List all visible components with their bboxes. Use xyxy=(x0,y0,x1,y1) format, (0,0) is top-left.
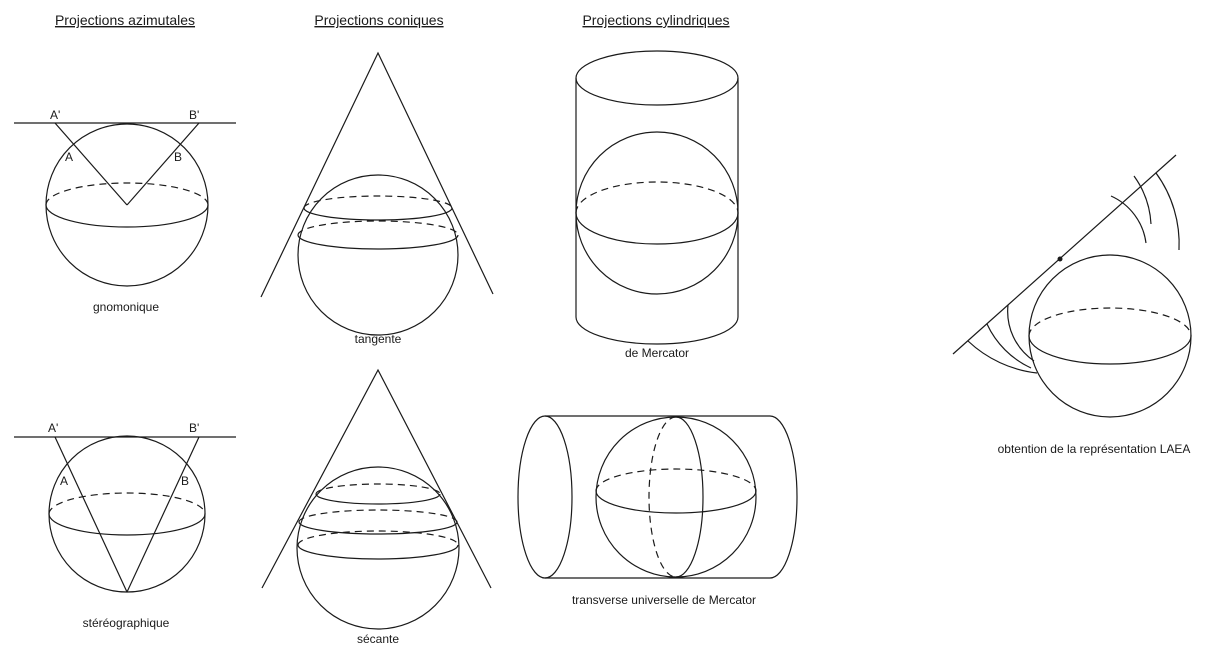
projection-arc-3 xyxy=(1155,172,1180,251)
equator-back xyxy=(45,182,209,206)
globe xyxy=(575,131,739,295)
caption-secant: sécante xyxy=(357,632,399,646)
equator-back xyxy=(575,181,739,214)
equator-back xyxy=(297,220,459,236)
equator-front xyxy=(45,204,209,228)
secant-parallel-upper-back xyxy=(315,483,441,495)
projection-arc-6 xyxy=(967,340,1038,374)
tangency-point xyxy=(1057,256,1063,262)
mercator-figure xyxy=(575,50,739,345)
globe xyxy=(1028,254,1192,418)
equator-back xyxy=(1028,307,1192,337)
equator-front xyxy=(1028,335,1192,365)
equator-back xyxy=(298,509,458,523)
projection-ray-a xyxy=(54,122,128,206)
conic-tangent-figure xyxy=(260,51,494,336)
projection-ray-b xyxy=(126,436,200,593)
gnomonic-figure: A' B' A B xyxy=(14,108,236,287)
projection-arc-4 xyxy=(1007,304,1035,362)
header-conic: Projections coniques xyxy=(314,12,443,28)
equator-front xyxy=(48,513,206,536)
caption-tangent: tangente xyxy=(355,332,402,346)
point-label-b: B xyxy=(174,150,182,164)
stereographic-figure: A' B' A B xyxy=(14,421,236,593)
point-label-b-prime: B' xyxy=(189,421,199,435)
tangent-plane-line xyxy=(952,154,1177,355)
equator-front xyxy=(297,234,459,250)
globe xyxy=(296,466,460,630)
point-label-a: A xyxy=(60,474,68,488)
projection-arc-1 xyxy=(1110,195,1147,244)
secant-parallel-lower-front xyxy=(297,544,459,560)
projection-arc-2 xyxy=(1133,175,1152,225)
cylinder-left-end xyxy=(517,415,573,579)
tangent-parallel-back xyxy=(303,195,453,209)
tangent-parallel-front xyxy=(303,207,453,221)
cone-outline xyxy=(261,368,492,589)
meridian-back xyxy=(648,416,677,578)
meridian-front xyxy=(675,416,704,578)
caption-gnomonic: gnomonique xyxy=(93,300,159,314)
caption-transverse-mercator: transverse universelle de Mercator xyxy=(572,593,756,607)
equator-back xyxy=(48,492,206,515)
equator-back xyxy=(595,468,757,492)
caption-mercator: de Mercator xyxy=(625,346,689,360)
point-label-a-prime: A' xyxy=(48,421,58,435)
header-azimuthal: Projections azimutales xyxy=(55,12,195,28)
equator-front xyxy=(595,490,757,514)
point-label-b-prime: B' xyxy=(189,108,199,122)
point-label-b: B xyxy=(181,474,189,488)
equator-front xyxy=(298,521,458,535)
globe xyxy=(595,416,757,578)
secant-parallel-lower-back xyxy=(297,530,459,546)
secant-parallel-upper-front xyxy=(315,493,441,505)
cylinder-right-end xyxy=(769,415,798,579)
header-cylindrical: Projections cylindriques xyxy=(582,12,729,28)
laea-figure xyxy=(952,154,1192,418)
projection-arc-5 xyxy=(986,323,1032,369)
point-label-a: A xyxy=(65,150,73,164)
globe xyxy=(48,435,206,593)
caption-laea: obtention de la représentation LAEA xyxy=(998,442,1191,456)
conic-secant-figure xyxy=(261,368,492,630)
projection-ray-b xyxy=(126,122,200,206)
caption-stereographic: stéréographique xyxy=(83,616,170,630)
equator-front xyxy=(575,212,739,245)
globe xyxy=(297,174,459,336)
point-label-a-prime: A' xyxy=(50,108,60,122)
cone-outline xyxy=(260,51,494,298)
transverse-mercator-figure xyxy=(517,415,798,579)
cylinder-bottom xyxy=(575,316,739,345)
cylinder-top xyxy=(575,50,739,106)
projection-ray-a xyxy=(54,436,128,593)
